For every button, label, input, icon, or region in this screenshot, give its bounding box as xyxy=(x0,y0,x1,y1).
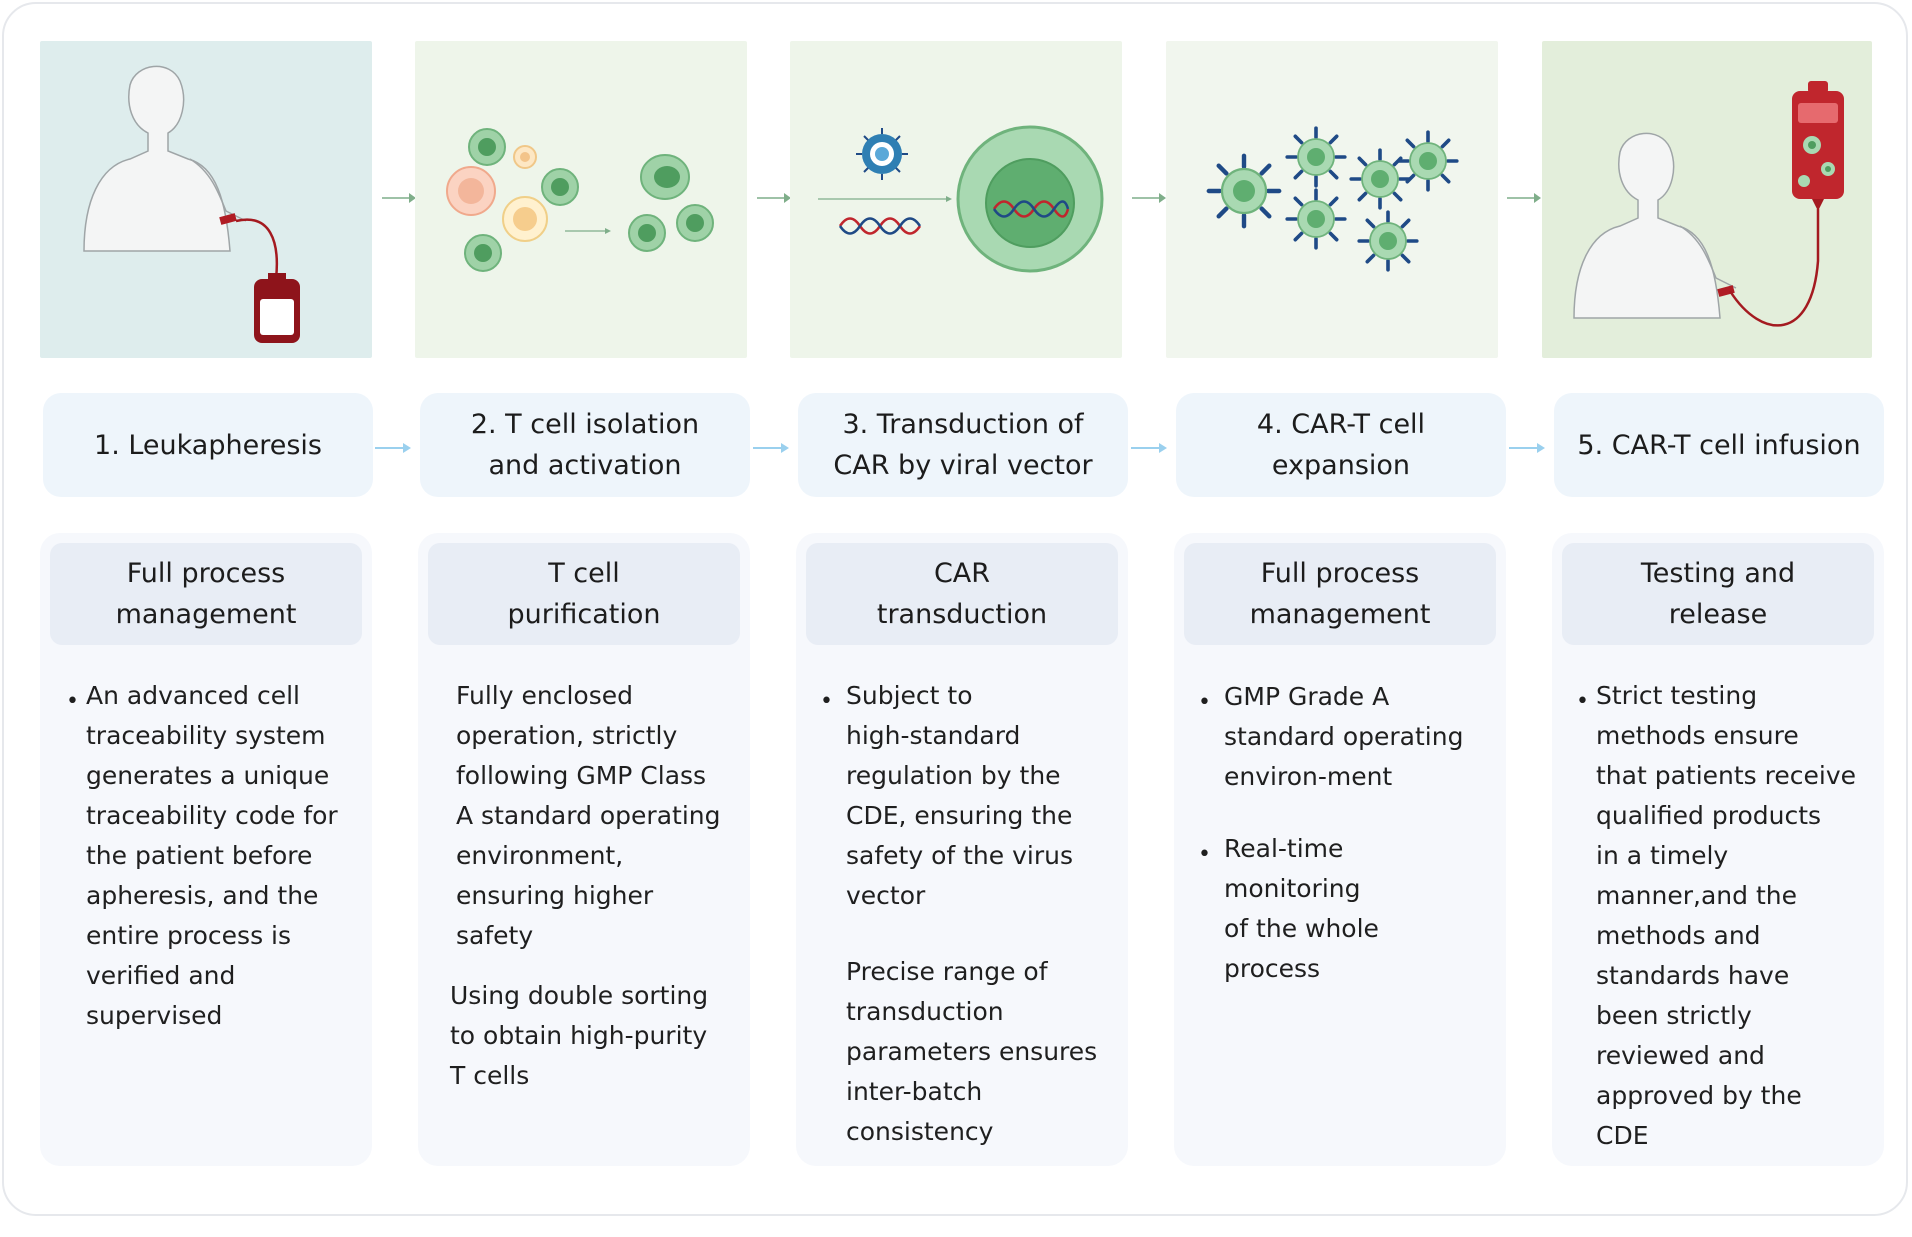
step-infusion: 5. CAR-T cell infusion xyxy=(1554,393,1884,497)
patient-infusion-icon xyxy=(1573,132,1737,319)
step-leukapheresis: 1. Leukapheresis xyxy=(43,393,373,497)
step-transduction: 3. Transduction of CAR by viral vector xyxy=(798,393,1128,497)
arrow-right-icon xyxy=(1131,443,1167,453)
card-paragraph: Subject to high-standard regulation by t… xyxy=(846,681,1073,910)
card-paragraph: Strict testing methods ensure that patie… xyxy=(1596,681,1857,1150)
arrow-right-icon xyxy=(1507,193,1541,203)
card-heading: Full process management xyxy=(50,543,362,645)
card-paragraph: Precise range of transduction parameters… xyxy=(846,957,1098,1146)
card-paragraph: GMP Grade A standard operating environ-m… xyxy=(1224,682,1464,791)
t-cell-isolation-illustration xyxy=(415,41,747,358)
transduction-illustration xyxy=(790,41,1122,358)
card-paragraph: Using double sorting to obtain high-puri… xyxy=(450,981,709,1090)
bullet-icon: • xyxy=(1198,690,1211,715)
blood-bag-icon xyxy=(1792,81,1844,211)
card-full-process-management-2: Full process management • GMP Grade A st… xyxy=(1174,533,1506,1166)
step-expansion: 4. CAR-T cell expansion xyxy=(1176,393,1506,497)
arrow-right-icon xyxy=(1509,443,1545,453)
arrow-right-icon xyxy=(757,193,791,203)
bullet-icon: • xyxy=(1576,689,1589,714)
arrow-right-icon xyxy=(1132,193,1166,203)
card-heading: Full process management xyxy=(1184,543,1496,645)
bullet-icon: • xyxy=(66,689,79,714)
card-paragraph: Real-time monitoring of the whole proces… xyxy=(1224,834,1379,983)
card-car-transduction: CAR transduction • Subject to high-stand… xyxy=(796,533,1128,1166)
card-testing-and-release: Testing and release • Strict testing met… xyxy=(1552,533,1884,1166)
bullet-icon: • xyxy=(820,689,833,714)
card-heading: T cell purification xyxy=(428,543,740,645)
card-full-process-management-1: Full process management • An advanced ce… xyxy=(40,533,372,1166)
card-paragraph: An advanced cell traceability system gen… xyxy=(86,681,338,1030)
virus-icon xyxy=(856,128,908,180)
infusion-illustration xyxy=(1542,41,1872,358)
arrow-right-icon xyxy=(753,443,789,453)
leukapheresis-illustration xyxy=(40,41,372,358)
card-t-cell-purification: T cell purification Fully enclosed opera… xyxy=(418,533,750,1166)
expansion-illustration xyxy=(1166,41,1498,358)
card-heading: CAR transduction xyxy=(806,543,1118,645)
car-t-cell-icon xyxy=(1209,126,1459,272)
patient-blood-draw-icon xyxy=(83,65,300,343)
dna-icon xyxy=(838,217,922,235)
t-cell-icon xyxy=(446,128,714,272)
card-heading: Testing and release xyxy=(1562,543,1874,645)
arrow-right-icon xyxy=(375,443,411,453)
bullet-icon: • xyxy=(1198,842,1211,867)
card-paragraph: Fully enclosed operation, strictly follo… xyxy=(456,681,721,950)
arrow-right-icon xyxy=(382,193,416,203)
step-t-cell-isolation: 2. T cell isolation and activation xyxy=(420,393,750,497)
